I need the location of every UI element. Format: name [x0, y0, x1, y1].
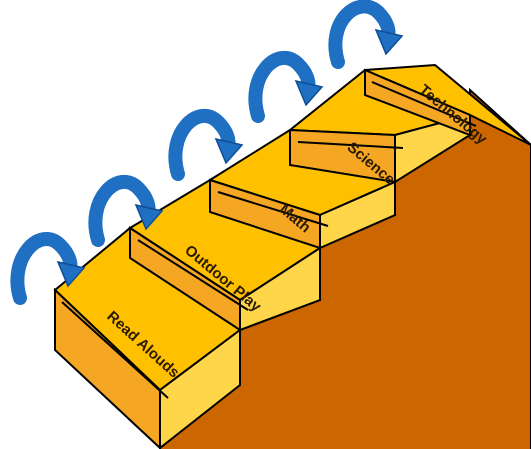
step-5 [364, 63, 531, 146]
step-2 [128, 178, 322, 332]
step-3 [207, 128, 398, 250]
step-1 [53, 226, 242, 449]
curved-arrow-icon [88, 174, 164, 247]
curved-arrow-icon [10, 232, 86, 305]
curved-arrow-icon [328, 0, 404, 69]
curved-arrow-icon [248, 50, 324, 123]
curved-arrow-icon [168, 108, 244, 181]
